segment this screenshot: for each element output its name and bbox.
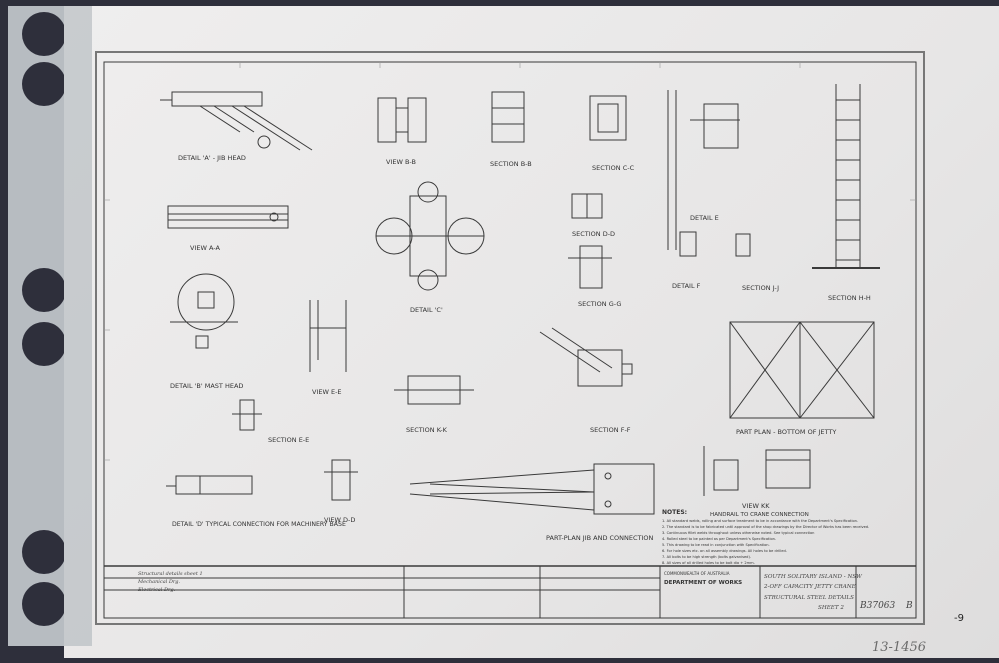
- caption-view-kk-sub: HANDRAIL TO CRANE CONNECTION: [710, 512, 809, 518]
- punch-hole: [22, 322, 66, 366]
- caption-view-ee: VIEW E-E: [312, 388, 342, 396]
- detail-c: [375, 181, 485, 291]
- sheet-number: SHEET 2: [818, 605, 844, 611]
- section-g-g: [568, 245, 612, 289]
- view-d-d: [324, 459, 358, 501]
- caption-detail-d: DETAIL 'D' TYPICAL CONNECTION FOR MACHIN…: [172, 521, 346, 528]
- section-e-e: [232, 399, 262, 431]
- detail-b-mast-head: [170, 273, 238, 349]
- note-line: 3. Continuous fillet welds throughout un…: [662, 531, 814, 535]
- reference-drawing: Structural details sheet 1: [138, 571, 203, 577]
- section-k-k: [394, 375, 474, 405]
- part-plan-bottom-jetty: [729, 321, 875, 419]
- note-line: 4. Rolled steel to be painted as per Dep…: [662, 537, 776, 541]
- view-a-a: [167, 205, 289, 229]
- caption-section-dd: SECTION D-D: [572, 230, 615, 238]
- caption-detail-e: DETAIL E: [690, 214, 719, 222]
- part-plan-jib: [409, 463, 655, 515]
- caption-detail-b: DETAIL 'B' MAST HEAD: [170, 382, 243, 390]
- reference-drawing: Mechanical Drg.: [137, 579, 180, 585]
- section-b-b: [491, 91, 525, 143]
- note-line: 6. For hole sizes etc. on all assembly d…: [662, 549, 787, 553]
- project-line-2: 2-OFF CAPACITY JETTY CRANE: [763, 584, 856, 590]
- caption-section-bb: SECTION B-B: [490, 160, 532, 168]
- caption-view-kk: VIEW KK: [742, 502, 770, 510]
- caption-view-dd: VIEW D-D: [324, 516, 355, 524]
- ladder-elevation: [812, 84, 880, 269]
- title-block-frame: [104, 565, 916, 618]
- section-j-j-sketch: [667, 90, 740, 250]
- section-c-c: [589, 95, 627, 141]
- general-notes: NOTES: 1. All standard welds, rolling an…: [662, 509, 869, 565]
- note-line: 8. All sizes of all drilled holes to be …: [662, 561, 755, 565]
- detail-a-jib-head: [160, 91, 313, 151]
- archive-number: 13-1456: [872, 640, 927, 655]
- caption-view-bb: VIEW B-B: [386, 158, 416, 166]
- view-e-e: [309, 300, 347, 372]
- reference-drawing: Electrical Drg.: [137, 587, 176, 593]
- drawing-number: B37063: [859, 601, 896, 611]
- sheet-mark: -9: [954, 613, 964, 624]
- caption-section-ff: SECTION F-F: [590, 426, 631, 434]
- note-line: 7. All bolts to be high strength (bolts …: [662, 555, 751, 559]
- note-line: 1. All standard welds, rolling and surfa…: [662, 519, 858, 523]
- caption-detail-c: DETAIL 'C': [410, 306, 443, 314]
- drawing-revision: B: [905, 601, 913, 611]
- grid-ticks: [104, 62, 916, 461]
- drawing-sheet: [64, 6, 999, 658]
- detail-captions: DETAIL 'A' - JIB HEAD VIEW B-B SECTION B…: [170, 154, 871, 542]
- caption-view-aa: VIEW A-A: [190, 244, 220, 252]
- caption-detail-f: DETAIL F: [672, 282, 701, 290]
- caption-section-cc: SECTION C-C: [592, 164, 635, 172]
- note-line: 5. This drawing to be read in conjunctio…: [662, 543, 770, 547]
- caption-part-plan-bottom: PART PLAN - BOTTOM OF JETTY: [736, 428, 836, 436]
- caption-section-jj: SECTION J-J: [742, 284, 779, 292]
- caption-section-kk: SECTION K-K: [406, 426, 448, 434]
- notes-heading: NOTES:: [662, 509, 687, 516]
- outer-frame: [95, 51, 925, 625]
- caption-section-gg: SECTION G-G: [578, 300, 621, 308]
- caption-section-hh: SECTION H-H: [828, 294, 871, 302]
- project-name: SOUTH SOLITARY ISLAND - NSW: [764, 574, 863, 580]
- caption-detail-a: DETAIL 'A' - JIB HEAD: [178, 154, 246, 162]
- punch-hole: [22, 268, 66, 312]
- department-label: DEPARTMENT OF WORKS: [664, 580, 742, 586]
- detail-e-f: [679, 231, 751, 257]
- title-block: Structural details sheet 1 Mechanical Dr…: [137, 571, 913, 611]
- view-kk: [703, 446, 811, 496]
- sleeve-film-edge: [64, 6, 92, 646]
- punch-hole: [22, 62, 66, 106]
- caption-section-ee: SECTION E-E: [268, 436, 309, 444]
- punch-hole: [22, 12, 66, 56]
- section-f-f: [539, 327, 633, 387]
- commonwealth-label: COMMONWEALTH OF AUSTRALIA: [664, 571, 730, 576]
- note-line: 2. The standard is to be fabricated unti…: [662, 525, 869, 529]
- caption-part-plan-jib: PART-PLAN JIB AND CONNECTION: [546, 534, 654, 542]
- detail-d: [166, 475, 253, 495]
- punch-hole: [22, 582, 66, 626]
- punch-hole: [22, 530, 66, 574]
- view-b-b: [377, 97, 427, 143]
- inner-frame: [103, 61, 917, 619]
- section-d-d: [571, 193, 603, 219]
- drawing-title: STRUCTURAL STEEL DETAILS: [764, 595, 854, 601]
